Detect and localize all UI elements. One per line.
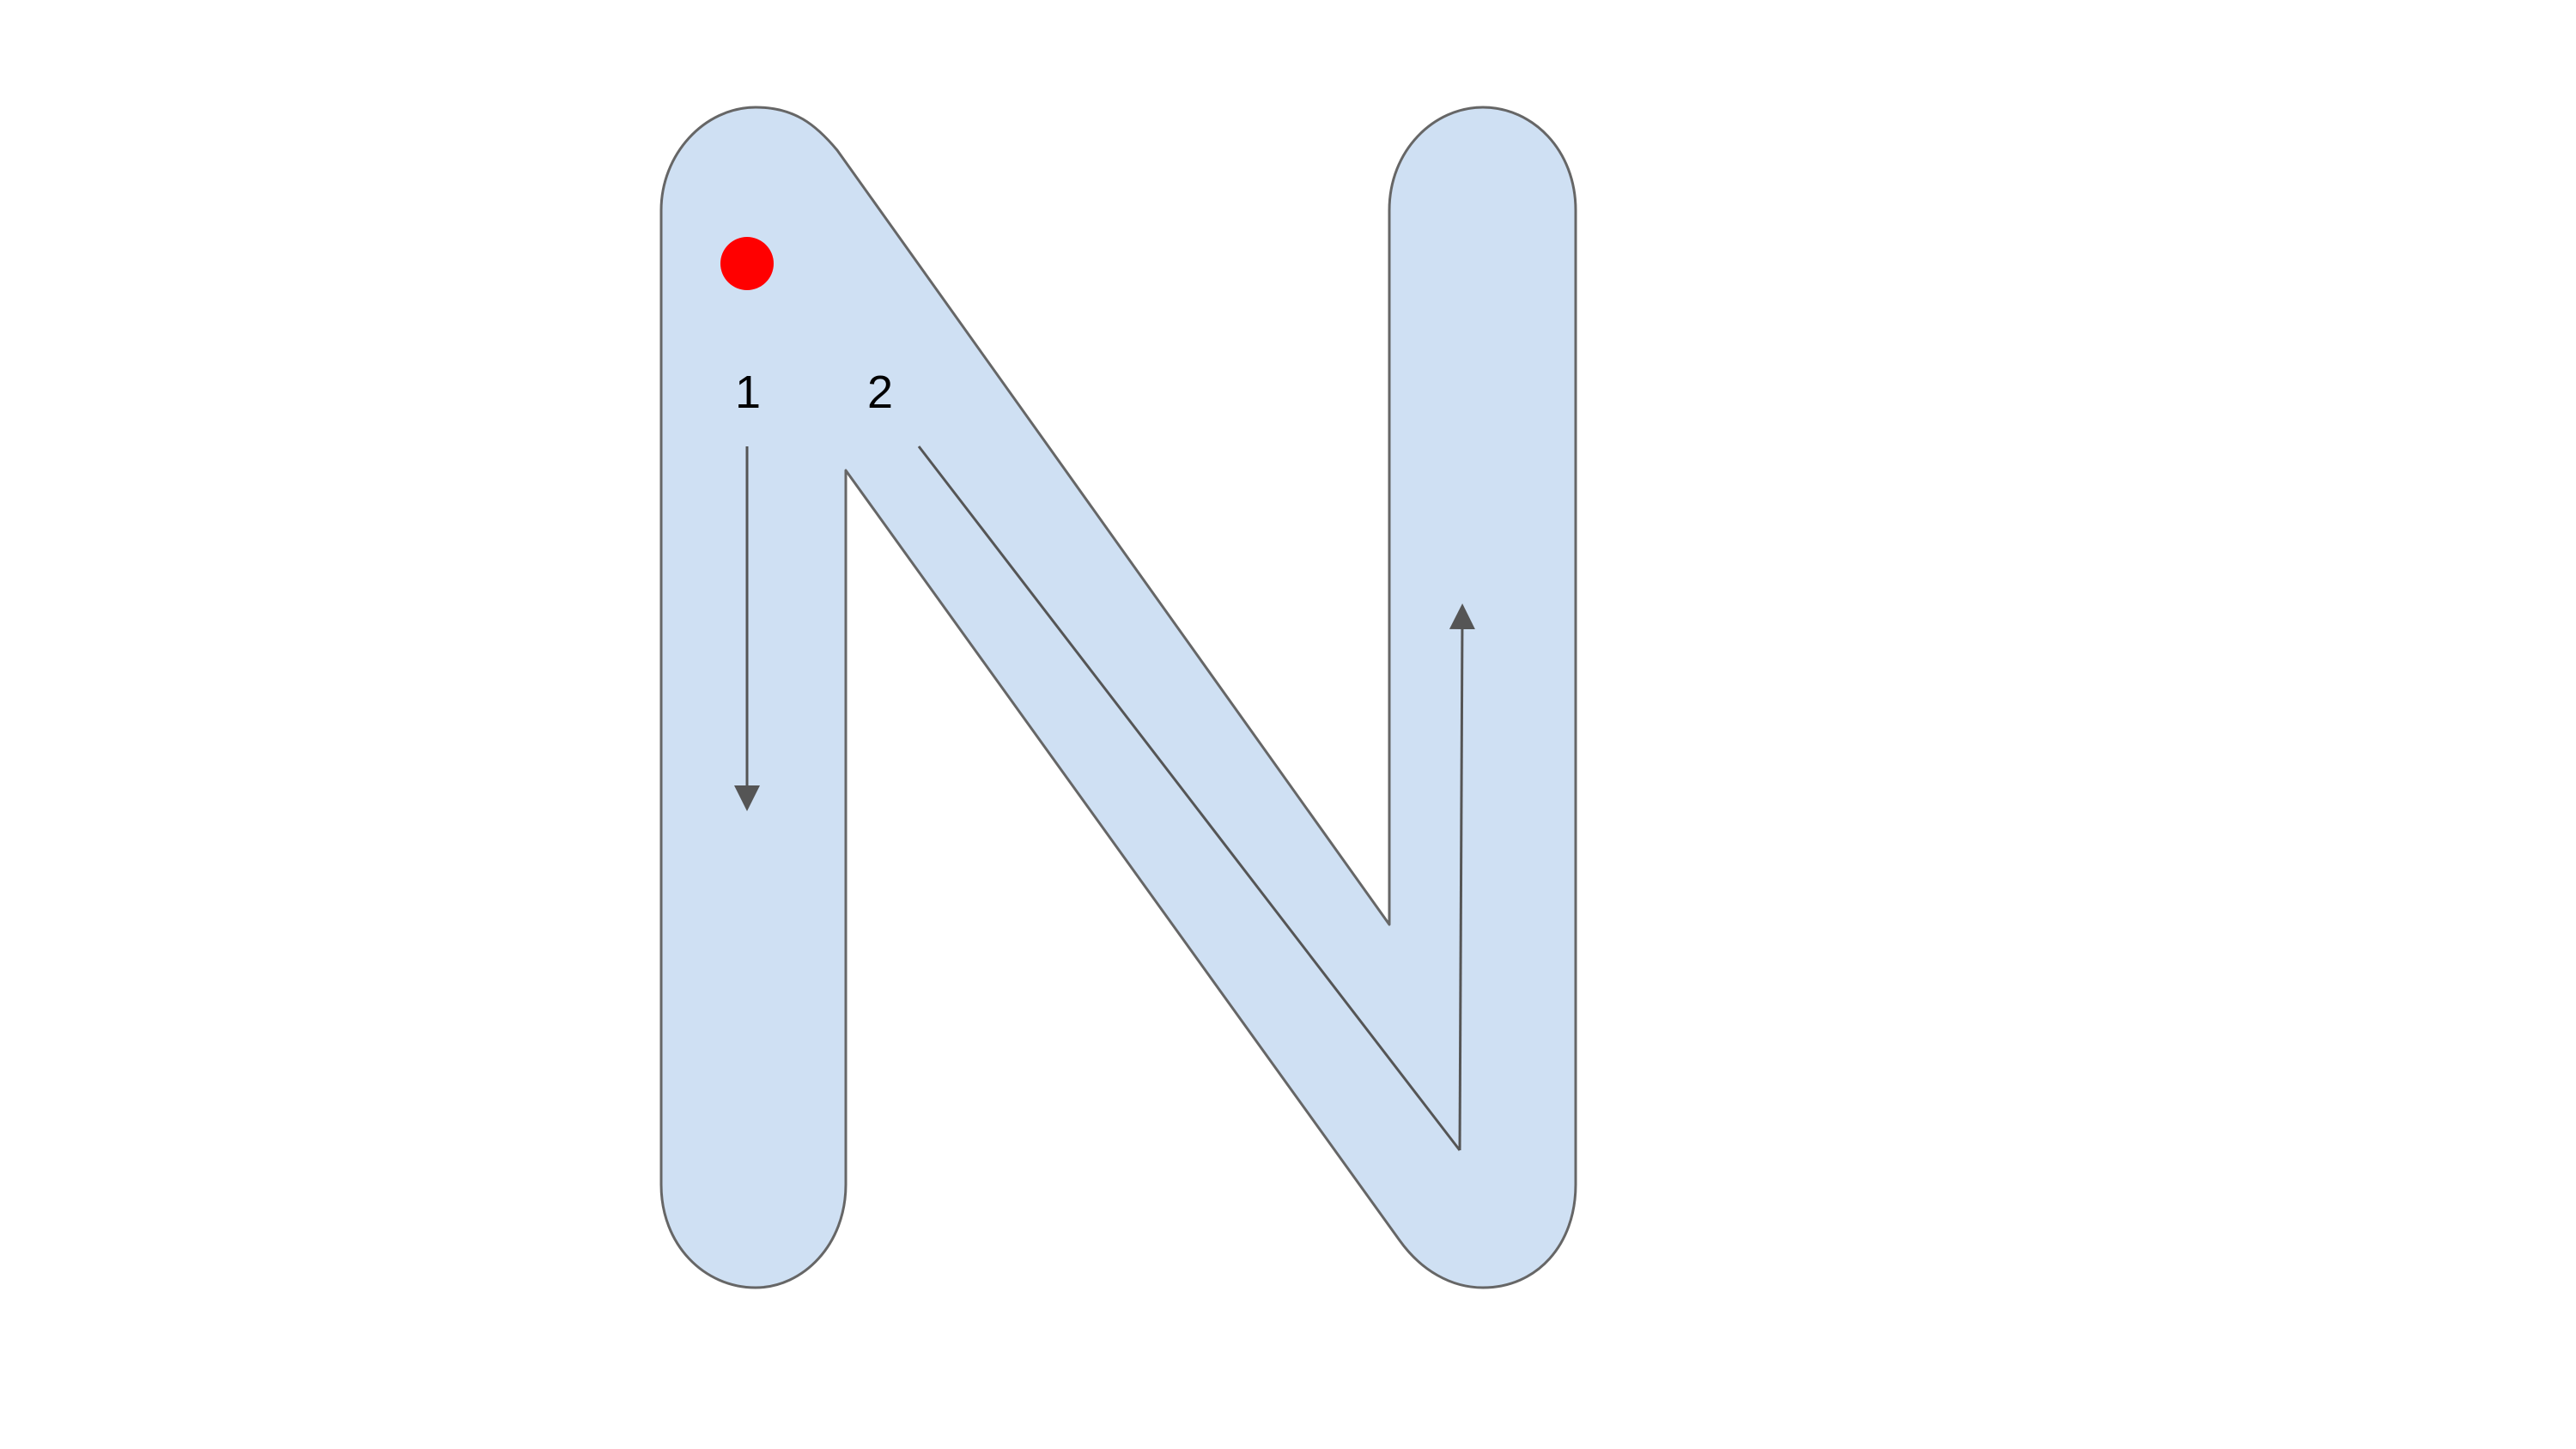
letter-n-shape: [659, 106, 1577, 1289]
start-dot-marker: [720, 237, 774, 290]
stroke-number-1: 1: [735, 367, 761, 418]
up-arrow: [1449, 603, 1475, 1151]
diagonal-guide-line: [917, 446, 1461, 1151]
stroke-number-2: 2: [867, 367, 893, 418]
